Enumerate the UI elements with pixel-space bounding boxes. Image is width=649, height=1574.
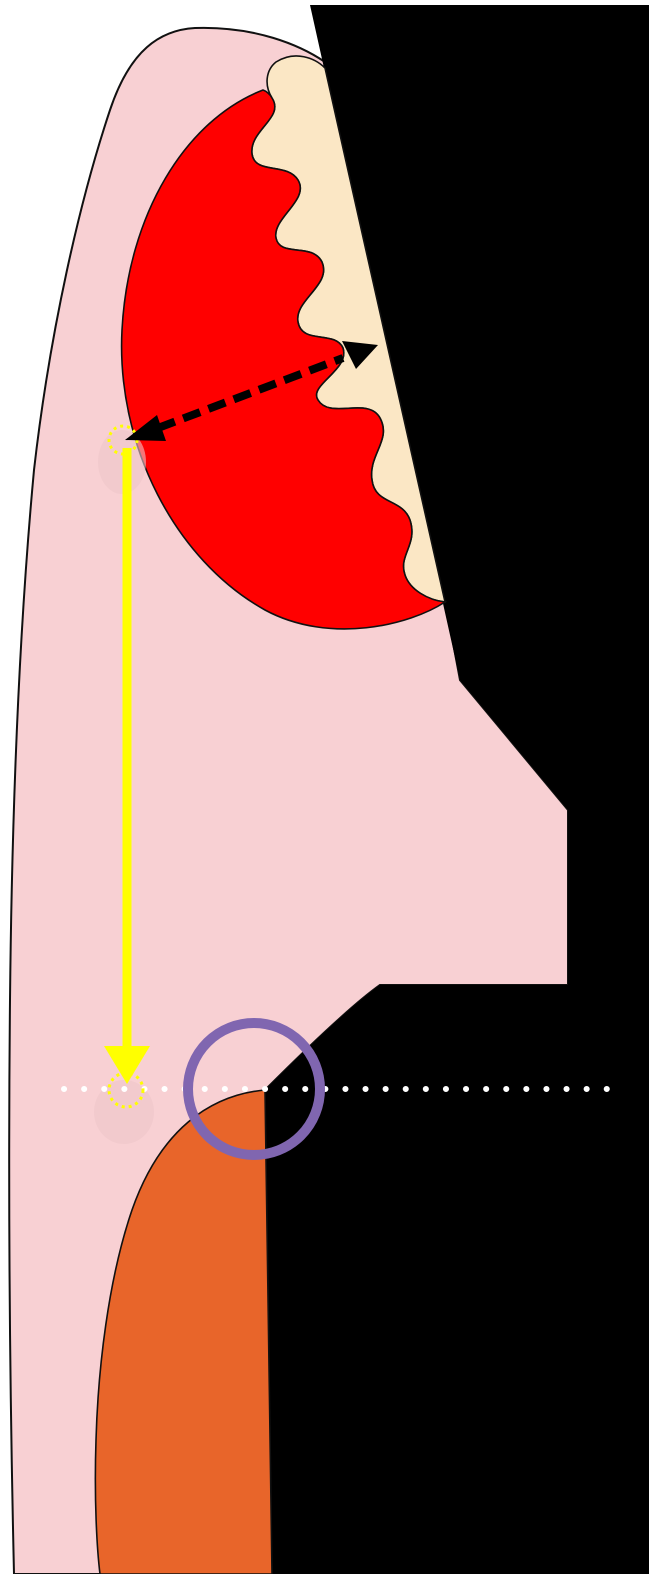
anatomical-diagram: [0, 0, 649, 1574]
diagram-stage: [0, 0, 649, 1574]
